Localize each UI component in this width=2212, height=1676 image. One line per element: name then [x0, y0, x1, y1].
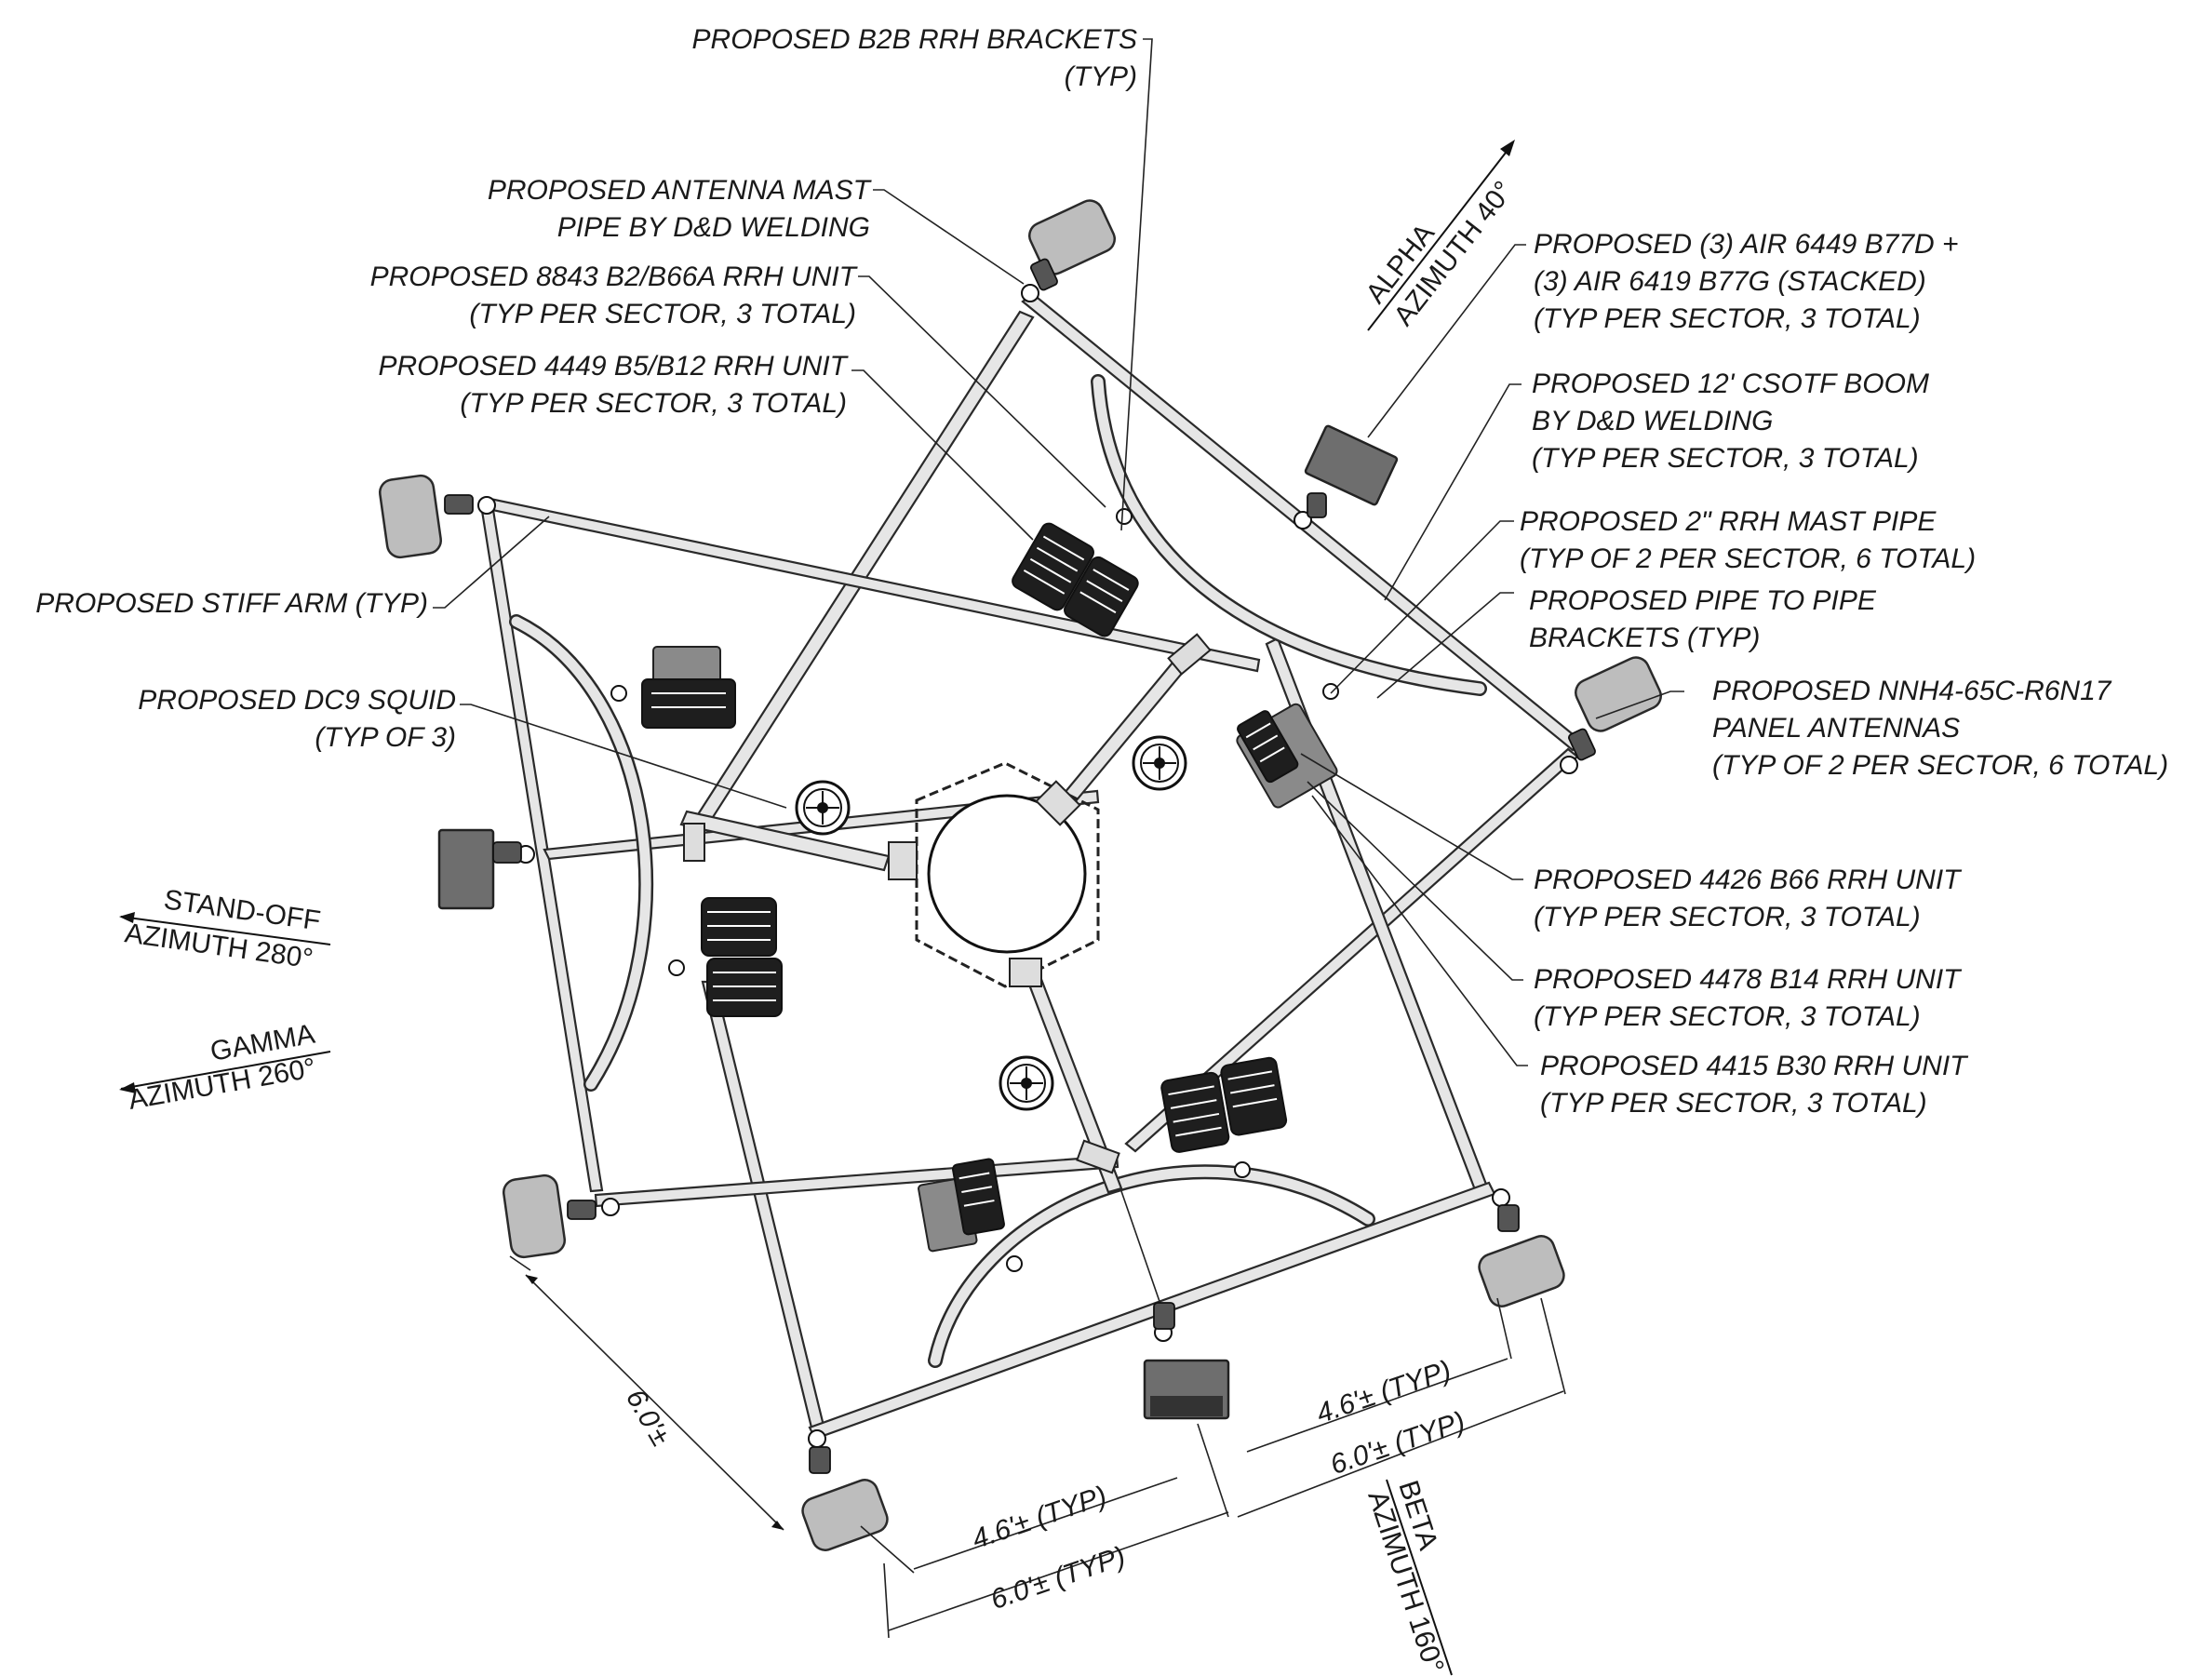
- label-rrh-mast-1: PROPOSED 2" RRH MAST PIPE: [1520, 506, 1937, 537]
- label-boom-1: PROPOSED 12' CSOTF BOOM: [1532, 369, 1929, 399]
- rrh-cluster-alpha-lower: [1236, 703, 1338, 809]
- rrh-cluster-gamma-lower: [701, 897, 783, 1017]
- air-antennas: [437, 424, 1399, 1420]
- label-nnh-2: PANEL ANTENNAS: [1712, 713, 1960, 744]
- label-air-1: PROPOSED (3) AIR 6449 B77D +: [1534, 229, 1959, 260]
- dc9-squids: [795, 735, 1187, 1111]
- label-rrh-4478-1: PROPOSED 4478 B14 RRH UNIT: [1534, 964, 1963, 995]
- label-nnh-1: PROPOSED NNH4-65C-R6N17: [1712, 676, 2112, 706]
- pipe-clamps: [444, 258, 1596, 1474]
- label-antenna-mast-1: PROPOSED ANTENNA MAST: [488, 175, 873, 206]
- boom-alpha-upper: [1124, 747, 1579, 1153]
- label-antenna-mast-2: PIPE BY D&D WELDING: [557, 212, 870, 243]
- dc9-squid-3: [999, 1055, 1054, 1111]
- air-antenna-alpha: [1304, 424, 1399, 506]
- callouts: PROPOSED B2B RRH BRACKETS (TYP) PROPOSED…: [35, 24, 2168, 1119]
- panel-antenna-beta-1: [801, 1479, 889, 1551]
- rrh-cluster-beta-right: [1160, 1056, 1288, 1153]
- label-b2b-brackets-2: (TYP): [1065, 61, 1137, 92]
- panel-antenna-alpha-1: [1028, 199, 1116, 275]
- label-rrh-8843-2: (TYP PER SECTOR, 3 TOTAL): [469, 299, 856, 329]
- label-dc9-1: PROPOSED DC9 SQUID: [138, 685, 456, 716]
- label-rrh-mast-2: (TYP OF 2 PER SECTOR, 6 TOTAL): [1520, 543, 1976, 574]
- label-air-2: (3) AIR 6419 B77G (STACKED): [1534, 266, 1926, 297]
- label-rrh-4426-1: PROPOSED 4426 B66 RRH UNIT: [1534, 865, 1963, 895]
- air-antenna-gamma: [437, 828, 495, 910]
- panel-antenna-alpha-2: [1575, 656, 1662, 732]
- panel-antenna-beta-2: [1478, 1235, 1565, 1307]
- leader-lines: [433, 38, 1684, 1066]
- dc9-squid-1: [795, 780, 851, 836]
- label-boom-2: BY D&D WELDING: [1532, 406, 1774, 436]
- label-rrh-4415-2: (TYP PER SECTOR, 3 TOTAL): [1540, 1088, 1927, 1119]
- label-air-3: (TYP PER SECTOR, 3 TOTAL): [1534, 303, 1921, 334]
- label-rrh-4478-2: (TYP PER SECTOR, 3 TOTAL): [1534, 1001, 1921, 1032]
- monopole: [927, 794, 1087, 954]
- rrh-cluster-beta-left: [918, 1158, 1005, 1253]
- label-rrh-8843-1: PROPOSED 8843 B2/B66A RRH UNIT: [370, 261, 859, 292]
- rrh-cluster-alpha-upper: [1012, 522, 1139, 637]
- rrh-cluster-gamma-upper: [641, 646, 736, 729]
- panel-antenna-gamma-2: [502, 1173, 567, 1259]
- label-stiff-arm: PROPOSED STIFF ARM (TYP): [35, 588, 428, 619]
- label-rrh-4426-2: (TYP PER SECTOR, 3 TOTAL): [1534, 902, 1921, 932]
- panel-antenna-gamma-1: [378, 474, 443, 559]
- label-p2p-2: BRACKETS (TYP): [1529, 623, 1760, 653]
- label-boom-3: (TYP PER SECTOR, 3 TOTAL): [1532, 443, 1919, 474]
- label-p2p-1: PROPOSED PIPE TO PIPE: [1529, 585, 1877, 616]
- panel-antennas: [378, 199, 1662, 1551]
- label-b2b-brackets-1: PROPOSED B2B RRH BRACKETS: [692, 24, 1137, 55]
- label-dc9-2: (TYP OF 3): [315, 722, 456, 753]
- label-rrh-4449-1: PROPOSED 4449 B5/B12 RRH UNIT: [378, 351, 849, 382]
- label-nnh-3: (TYP OF 2 PER SECTOR, 6 TOTAL): [1712, 750, 2168, 781]
- ring-mount: [915, 761, 1100, 988]
- label-rrh-4449-2: (TYP PER SECTOR, 3 TOTAL): [460, 388, 847, 419]
- dc9-squid-2: [1132, 735, 1187, 791]
- label-rrh-4415-1: PROPOSED 4415 B30 RRH UNIT: [1540, 1051, 1969, 1081]
- rrh-units: [641, 522, 1338, 1253]
